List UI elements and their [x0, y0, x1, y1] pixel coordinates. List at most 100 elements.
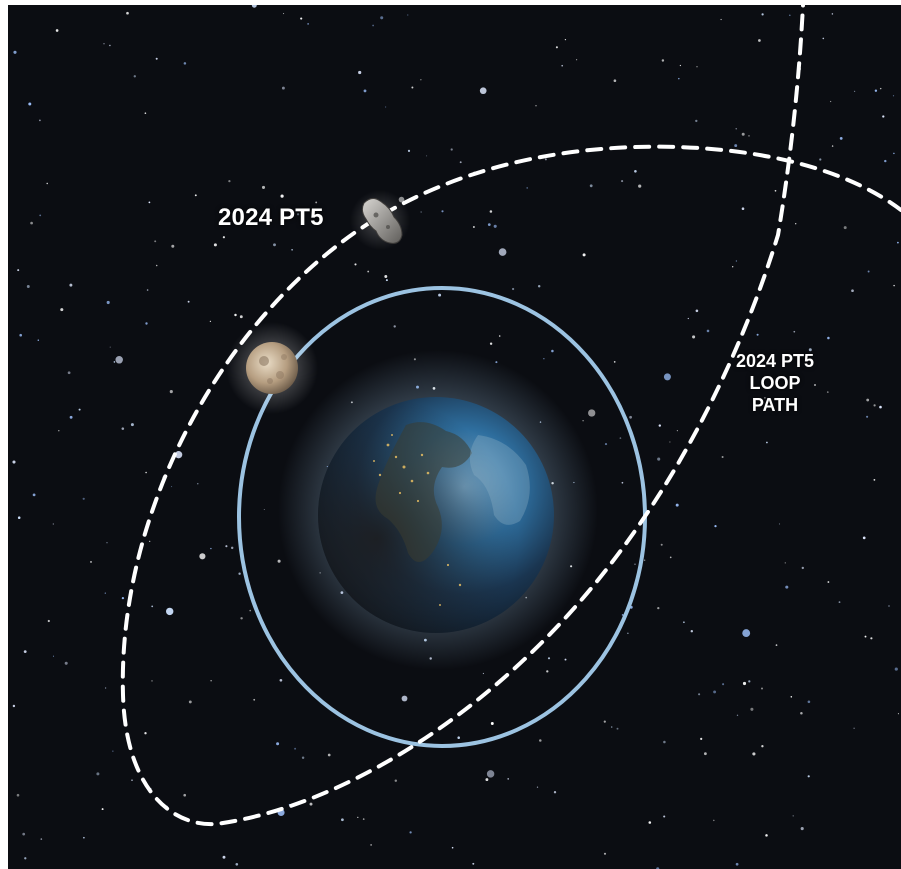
star [893, 284, 895, 287]
star [741, 132, 745, 136]
star [827, 581, 830, 583]
star [280, 194, 284, 198]
star [385, 279, 388, 282]
star [273, 243, 276, 247]
star [370, 844, 372, 846]
star [663, 815, 666, 818]
star [778, 523, 781, 525]
star [561, 64, 564, 67]
star [892, 95, 895, 97]
star [174, 451, 183, 459]
star [493, 224, 497, 228]
star [839, 137, 843, 140]
star [764, 397, 766, 399]
star [489, 210, 493, 213]
star [735, 260, 738, 262]
star [785, 585, 789, 589]
star [660, 543, 663, 546]
star [866, 398, 870, 402]
star [384, 275, 388, 278]
star [648, 821, 652, 824]
star [228, 179, 231, 183]
star [808, 348, 812, 352]
star [661, 59, 665, 62]
star [472, 226, 475, 228]
star [253, 698, 256, 701]
star [700, 737, 703, 741]
star [750, 707, 754, 711]
star [401, 695, 408, 702]
star [678, 77, 680, 80]
star [613, 79, 617, 83]
star [46, 182, 48, 185]
star [315, 201, 318, 204]
star [115, 356, 123, 364]
star [407, 149, 411, 152]
star [451, 846, 454, 849]
star [24, 857, 27, 860]
star [698, 693, 701, 696]
star [490, 722, 494, 725]
star [774, 189, 777, 192]
star [714, 524, 717, 528]
star [690, 630, 693, 633]
star [695, 119, 698, 123]
star [564, 658, 567, 661]
star [807, 775, 810, 778]
moon-icon [246, 342, 298, 394]
star [801, 566, 804, 570]
star [78, 408, 81, 411]
star [485, 778, 489, 782]
star [482, 672, 484, 675]
star [588, 409, 596, 417]
star [543, 358, 545, 360]
star [536, 786, 539, 788]
star [643, 559, 646, 561]
star [146, 289, 149, 291]
star [814, 384, 816, 386]
star [695, 309, 699, 313]
star [713, 819, 715, 822]
star [546, 670, 549, 673]
star [183, 62, 187, 65]
star [706, 329, 710, 333]
star [867, 270, 870, 273]
star [553, 791, 557, 794]
star [133, 75, 136, 78]
star [249, 609, 252, 612]
star [544, 158, 547, 161]
star [145, 471, 147, 474]
star [309, 802, 313, 806]
star [676, 430, 678, 432]
star [657, 606, 660, 610]
star [26, 285, 30, 288]
star [148, 201, 151, 204]
star [151, 680, 153, 682]
star [537, 284, 541, 288]
star [897, 713, 899, 715]
star [616, 727, 619, 730]
star [790, 696, 793, 698]
star [327, 753, 331, 757]
star [64, 661, 68, 665]
star [358, 70, 362, 75]
star [487, 223, 491, 226]
star [106, 542, 108, 544]
star [800, 711, 803, 715]
star [47, 619, 50, 623]
star [765, 834, 768, 837]
star [104, 687, 107, 689]
star [765, 441, 768, 444]
star [735, 128, 737, 130]
star [761, 745, 764, 748]
star [194, 194, 197, 197]
star [82, 497, 85, 500]
star [704, 752, 707, 756]
asteroid-icon [361, 197, 403, 244]
star [720, 18, 722, 21]
star [96, 772, 100, 776]
star [12, 460, 16, 464]
star [39, 119, 41, 122]
star [679, 64, 682, 67]
star [367, 270, 370, 273]
